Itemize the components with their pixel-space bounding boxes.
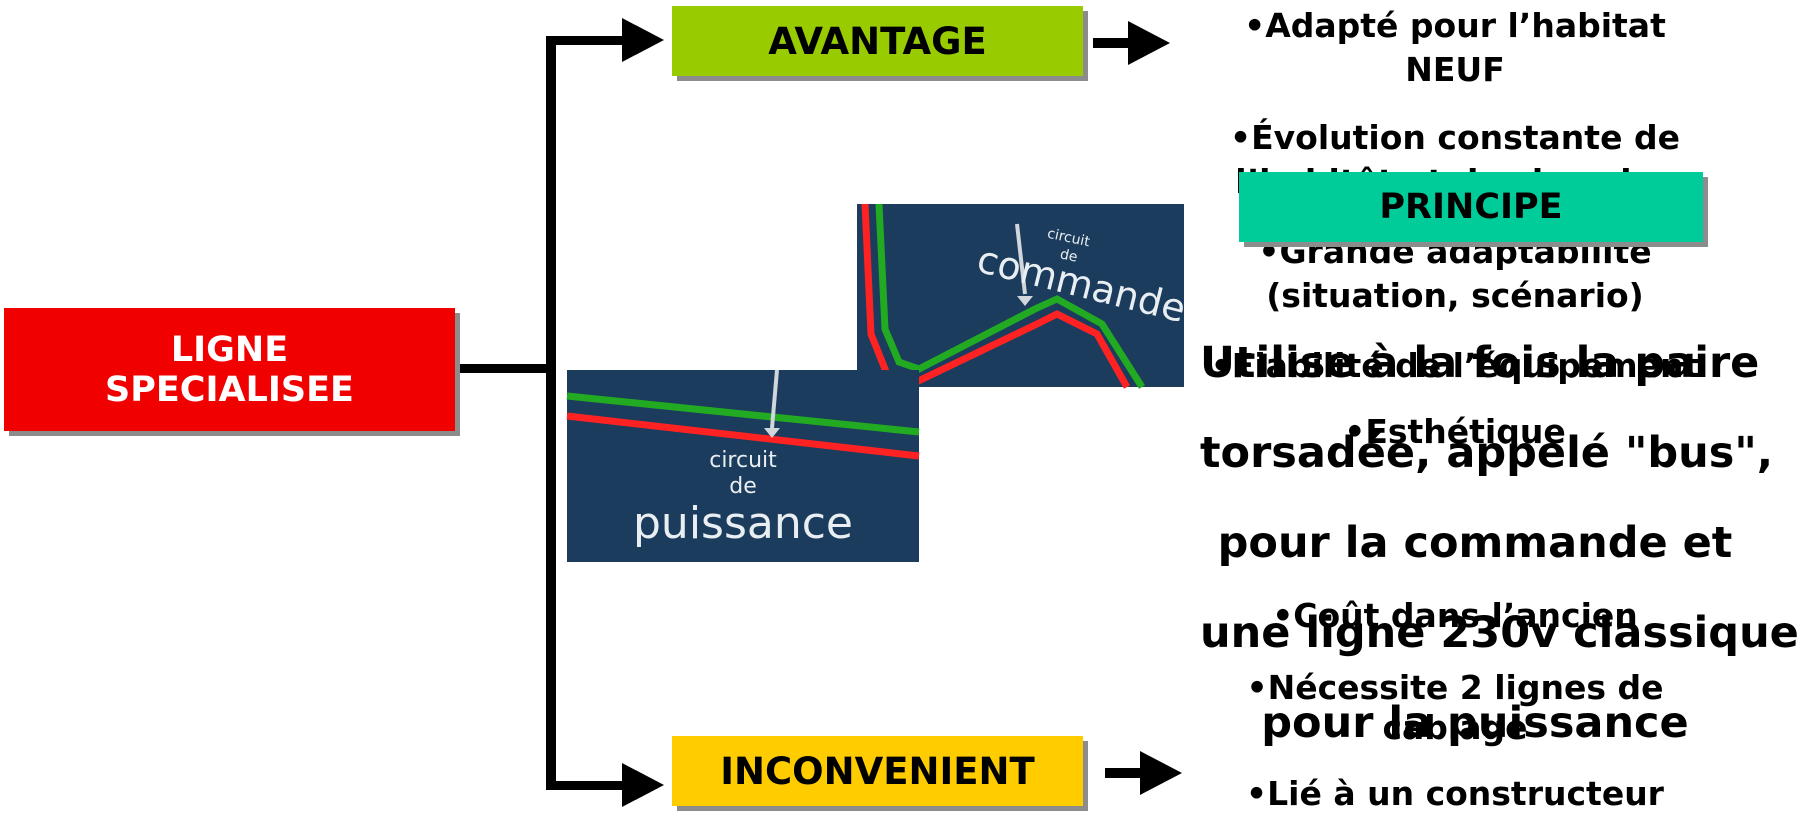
arrow-to-advantage-icon (622, 18, 664, 62)
connector-to-inconvenient (546, 781, 626, 790)
root-box-ligne-specialisee: LIGNE SPECIALISEE (4, 308, 455, 431)
advantage-bullet-5: •Esthétique (1344, 412, 1566, 451)
principle-line-1: Utilise à la fois la paire (1200, 338, 1760, 388)
principle-label: PRINCIPE (1379, 187, 1563, 227)
arrow-inconvenient-out-icon (1140, 751, 1182, 795)
connector-root-horizontal (455, 364, 555, 373)
advantage-label: AVANTAGE (768, 19, 987, 63)
connector-to-advantage (546, 36, 626, 45)
puissance-small1: circuit (709, 448, 777, 473)
arrow-advantage-out-icon (1128, 21, 1170, 65)
inconvenient-bullet-2-cont: cablage (1382, 708, 1528, 747)
connector-vertical-trunk (546, 36, 556, 790)
circuit-puissance-image: circuit de puissance (566, 369, 920, 562)
advantage-bullet-1: •Adapté pour l’habitat (1244, 6, 1666, 45)
inconvenient-bullet-2: •Nécessite 2 lignes de (1246, 668, 1664, 707)
principle-line-2: torsadée, appelé "bus", (1200, 428, 1774, 478)
circuit-puissance-wires-icon (566, 369, 920, 460)
principle-line-5: pour la puissance (1261, 698, 1689, 748)
principle-text: Utilise à la fois la paire torsadée, app… (1200, 318, 1799, 768)
advantage-bullet-1-cont: NEUF (1405, 50, 1505, 89)
principle-box: PRINCIPE (1239, 172, 1703, 242)
circuit-commande-image: circuit de commande (857, 203, 1190, 389)
inconvenient-box: INCONVENIENT (672, 736, 1083, 806)
puissance-small2: de (729, 474, 757, 499)
root-label-line2: SPECIALISEE (105, 369, 354, 410)
inconvenient-label: INCONVENIENT (720, 749, 1035, 793)
arrow-to-inconvenient-icon (622, 763, 664, 807)
circuit-commande-wires-icon (861, 203, 1145, 389)
advantage-bullet-2: •Évolution constante de (1230, 118, 1680, 157)
connector-inconvenient-out (1105, 768, 1145, 778)
inconvenient-bullet-1: •Coût dans l’ancien (1272, 596, 1638, 635)
principle-line-4: une ligne 230v classique (1200, 608, 1799, 658)
advantage-box: AVANTAGE (672, 6, 1083, 76)
connector-advantage-out (1093, 38, 1133, 48)
inconvenient-bullet-3: •Lié à un constructeur (1246, 774, 1664, 813)
principle-line-3: pour la commande et (1217, 518, 1733, 568)
root-label-line1: LIGNE (170, 329, 289, 370)
advantage-bullet-3-cont: (situation, scénario) (1266, 276, 1644, 315)
puissance-big: puissance (633, 498, 853, 549)
advantage-bullet-4: •Fiabilité de l’équipement (1210, 346, 1700, 385)
